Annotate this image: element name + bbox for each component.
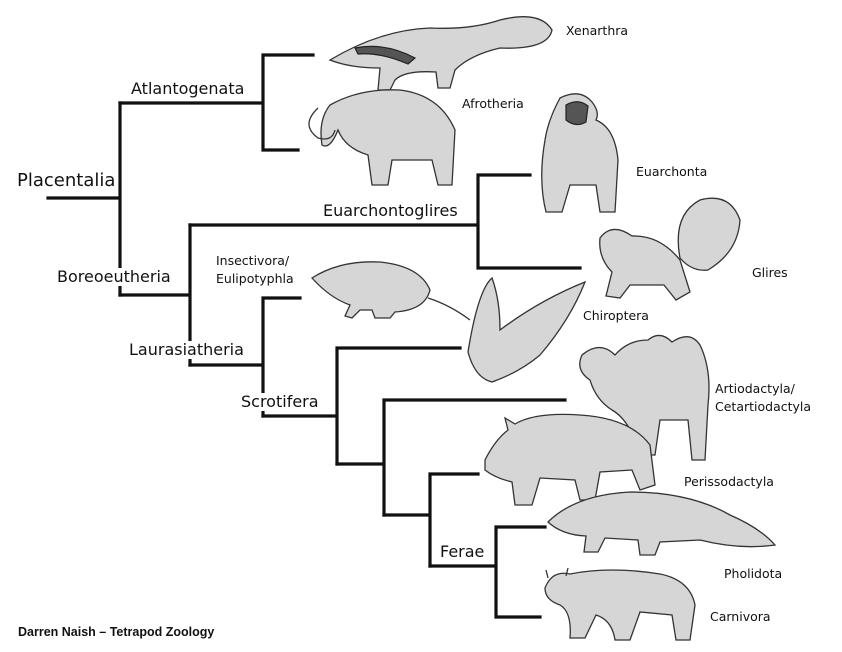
taxon-label-carnivora: Carnivora <box>710 608 771 626</box>
squirrel-illustration <box>600 198 740 300</box>
taxon-label-perissodactyla: Perissodactyla <box>684 473 774 491</box>
clade-label-atlantogenata: Atlantogenata <box>128 80 247 98</box>
clade-label-scrotifera: Scrotifera <box>238 393 322 411</box>
credit-text: Darren Naish – Tetrapod Zoology <box>18 625 214 639</box>
shrew-illustration <box>312 262 470 320</box>
taxon-label-eulipotyphla: Insectivora/ Eulipotyphla <box>216 252 294 288</box>
clade-label-ferae: Ferae <box>437 543 487 561</box>
taxon-label-euarchonta: Euarchonta <box>636 163 707 181</box>
taxon-label-artiodactyla: Artiodactyla/ Cetartiodactyla <box>715 380 811 416</box>
clade-label-placentalia: Placentalia <box>14 172 118 190</box>
taxon-label-pholidota: Pholidota <box>724 565 782 583</box>
anteater-illustration <box>330 17 552 90</box>
clade-label-laurasiatheria: Laurasiatheria <box>126 341 247 359</box>
taxon-label-chiroptera: Chiroptera <box>583 307 649 325</box>
pangolin-illustration <box>548 492 775 555</box>
bat-illustration <box>468 278 585 382</box>
mammoth-illustration <box>309 90 455 185</box>
gorilla-illustration <box>542 94 618 212</box>
branch-atlantogenata <box>120 55 313 150</box>
taxon-label-xenarthra: Xenarthra <box>566 22 628 40</box>
branch-ferae <box>430 527 545 617</box>
taxon-label-afrotheria: Afrotheria <box>462 95 524 113</box>
clade-label-boreoeutheria: Boreoeutheria <box>54 268 174 286</box>
taxon-label-glires: Glires <box>752 264 788 282</box>
lynx-illustration <box>545 568 695 640</box>
clade-label-euarchontoglires: Euarchontoglires <box>320 202 461 220</box>
